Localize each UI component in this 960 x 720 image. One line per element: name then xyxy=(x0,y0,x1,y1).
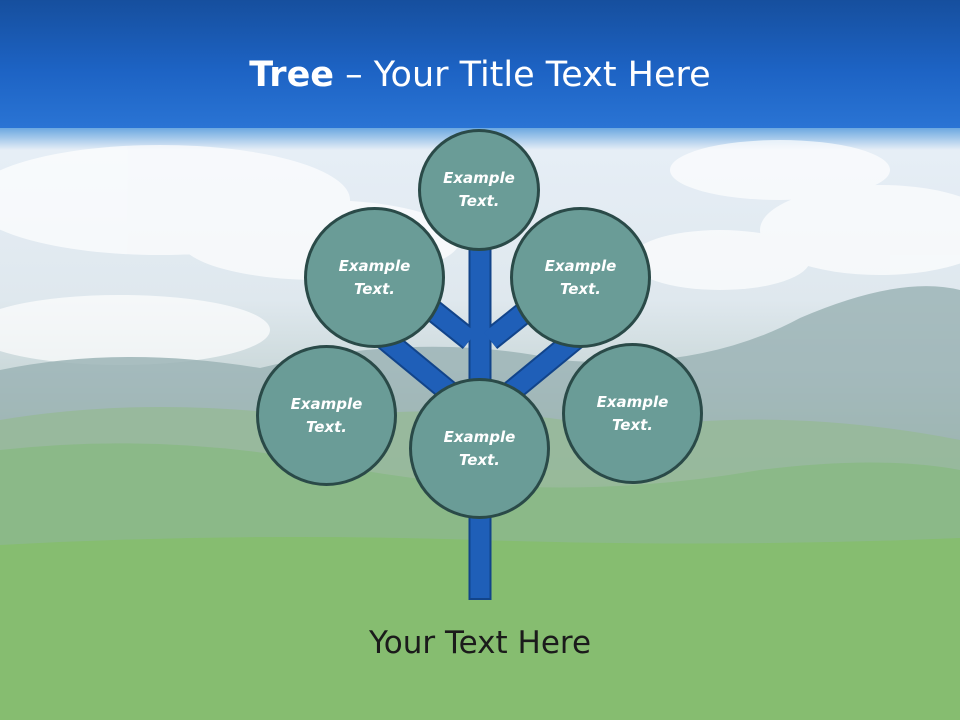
tree-node-top: Example Text. xyxy=(418,129,540,251)
node-label: Example Text. xyxy=(544,256,617,298)
title-rest: – Your Title Text Here xyxy=(334,55,711,95)
title-band xyxy=(0,0,960,128)
tree-node-lower-left: Example Text. xyxy=(256,345,397,486)
node-label: Example Text. xyxy=(596,392,669,434)
slide-title: Tree – Your Title Text Here xyxy=(0,52,960,98)
node-label: Example Text. xyxy=(290,394,363,436)
footer-text: Your Text Here xyxy=(368,625,592,661)
tree-node-lower-right: Example Text. xyxy=(562,343,703,484)
tree-node-upper-left: Example Text. xyxy=(304,207,445,348)
tree-node-upper-right: Example Text. xyxy=(510,207,651,348)
tree-node-center: Example Text. xyxy=(409,378,550,519)
node-label: Example Text. xyxy=(443,427,516,469)
node-label: Example Text. xyxy=(443,169,515,210)
title-bold: Tree xyxy=(249,55,335,95)
node-label: Example Text. xyxy=(338,256,411,298)
